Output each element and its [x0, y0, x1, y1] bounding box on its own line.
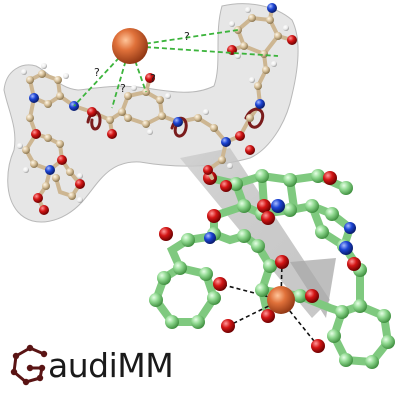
question-mark-left: ? — [94, 66, 100, 79]
brand-wordmark: audiMM — [48, 346, 174, 385]
question-mark-right: ? — [150, 72, 156, 85]
question-mark-center: ? — [120, 82, 126, 95]
ligand-heteroatoms — [159, 171, 361, 353]
zoom-arrow — [180, 148, 330, 318]
coordinated-metal-ion — [267, 286, 295, 314]
metal-ion — [112, 28, 148, 64]
molecular-surface — [3, 3, 299, 223]
gaudimm-logo-icon — [10, 344, 48, 386]
peptide-heteroatoms — [29, 3, 297, 215]
question-mark-top: ? — [184, 30, 190, 43]
peptide-hydrogen-atoms — [17, 7, 289, 203]
brand-logo: audiMM — [8, 344, 208, 392]
